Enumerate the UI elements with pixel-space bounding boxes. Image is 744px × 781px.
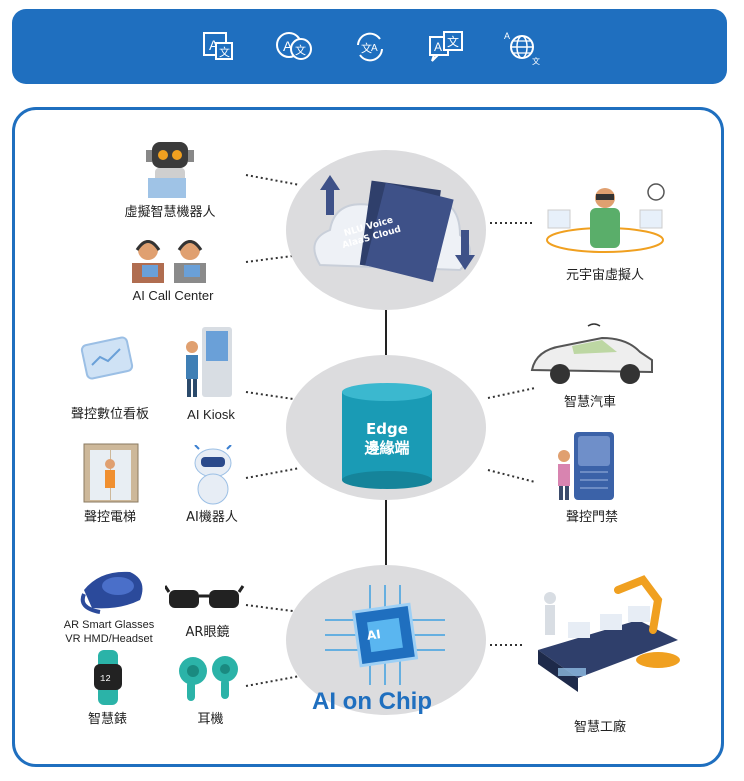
svg-text:A: A (283, 38, 293, 54)
edge-line1: Edge (366, 420, 408, 438)
svg-text:A: A (504, 31, 510, 41)
edge-cylinder-icon (342, 383, 432, 489)
chip-icon (325, 585, 445, 685)
watch-label: 智慧錶 (87, 712, 127, 727)
elevator-icon (83, 443, 139, 503)
digital-signage-icon (80, 336, 134, 380)
chip-label: AI (366, 627, 382, 643)
smart-factory-icon (538, 575, 680, 692)
svg-text:文: 文 (219, 45, 230, 59)
ar-glasses-label-line2: VR HMD/Headset (65, 633, 153, 645)
diagram-panel (12, 107, 724, 767)
access-control-icon (558, 432, 614, 500)
chip-title: AI on Chip (312, 688, 432, 715)
svg-text:A: A (371, 43, 378, 54)
factory-label: 智慧工廠 (573, 720, 626, 735)
call-center-icon (132, 240, 206, 283)
virtual-robot-label: 虛擬智慧機器人 (124, 205, 216, 220)
access-control-label: 聲控門禁 (565, 510, 618, 525)
virtual-robot-icon (146, 142, 194, 198)
svg-text:文: 文 (361, 41, 372, 55)
svg-text:文: 文 (532, 56, 540, 66)
svg-text:12: 12 (100, 674, 111, 684)
earphones-icon (179, 656, 238, 701)
call-center-label: AI Call Center (132, 288, 214, 303)
ar-glasses-label: AR Smart Glasses VR HMD/Headset (54, 618, 164, 646)
ai-robot-icon (194, 445, 232, 505)
kiosk-icon (186, 327, 232, 397)
cloud-icon (313, 175, 475, 283)
edge-hub-text: Edge 邊緣端 (342, 420, 432, 458)
ar-glasses-label-line1: AR Smart Glasses (63, 619, 155, 631)
elevator-label: 聲控電梯 (83, 510, 136, 525)
digital-signage-label: 聲控數位看板 (70, 407, 149, 422)
kiosk-label: AI Kiosk (187, 407, 235, 422)
svg-text:A: A (209, 37, 219, 53)
ar-eyewear-label: AR眼鏡 (185, 625, 230, 640)
metaverse-label: 元宇宙虛擬人 (565, 268, 644, 283)
ar-headset-icon (80, 571, 143, 614)
edge-line2: 邊緣端 (364, 439, 410, 457)
ai-robot-label: AI機器人 (186, 510, 238, 525)
metaverse-icon (546, 183, 665, 253)
svg-text:文: 文 (295, 43, 306, 57)
smart-car-label: 智慧汽車 (563, 395, 616, 410)
ar-eyewear-icon (165, 585, 245, 608)
smart-car-icon (530, 323, 653, 384)
earphones-label: 耳機 (197, 712, 224, 727)
svg-text:文: 文 (447, 34, 459, 49)
smart-watch-icon: 12 (94, 650, 122, 705)
svg-text:A: A (434, 40, 442, 54)
